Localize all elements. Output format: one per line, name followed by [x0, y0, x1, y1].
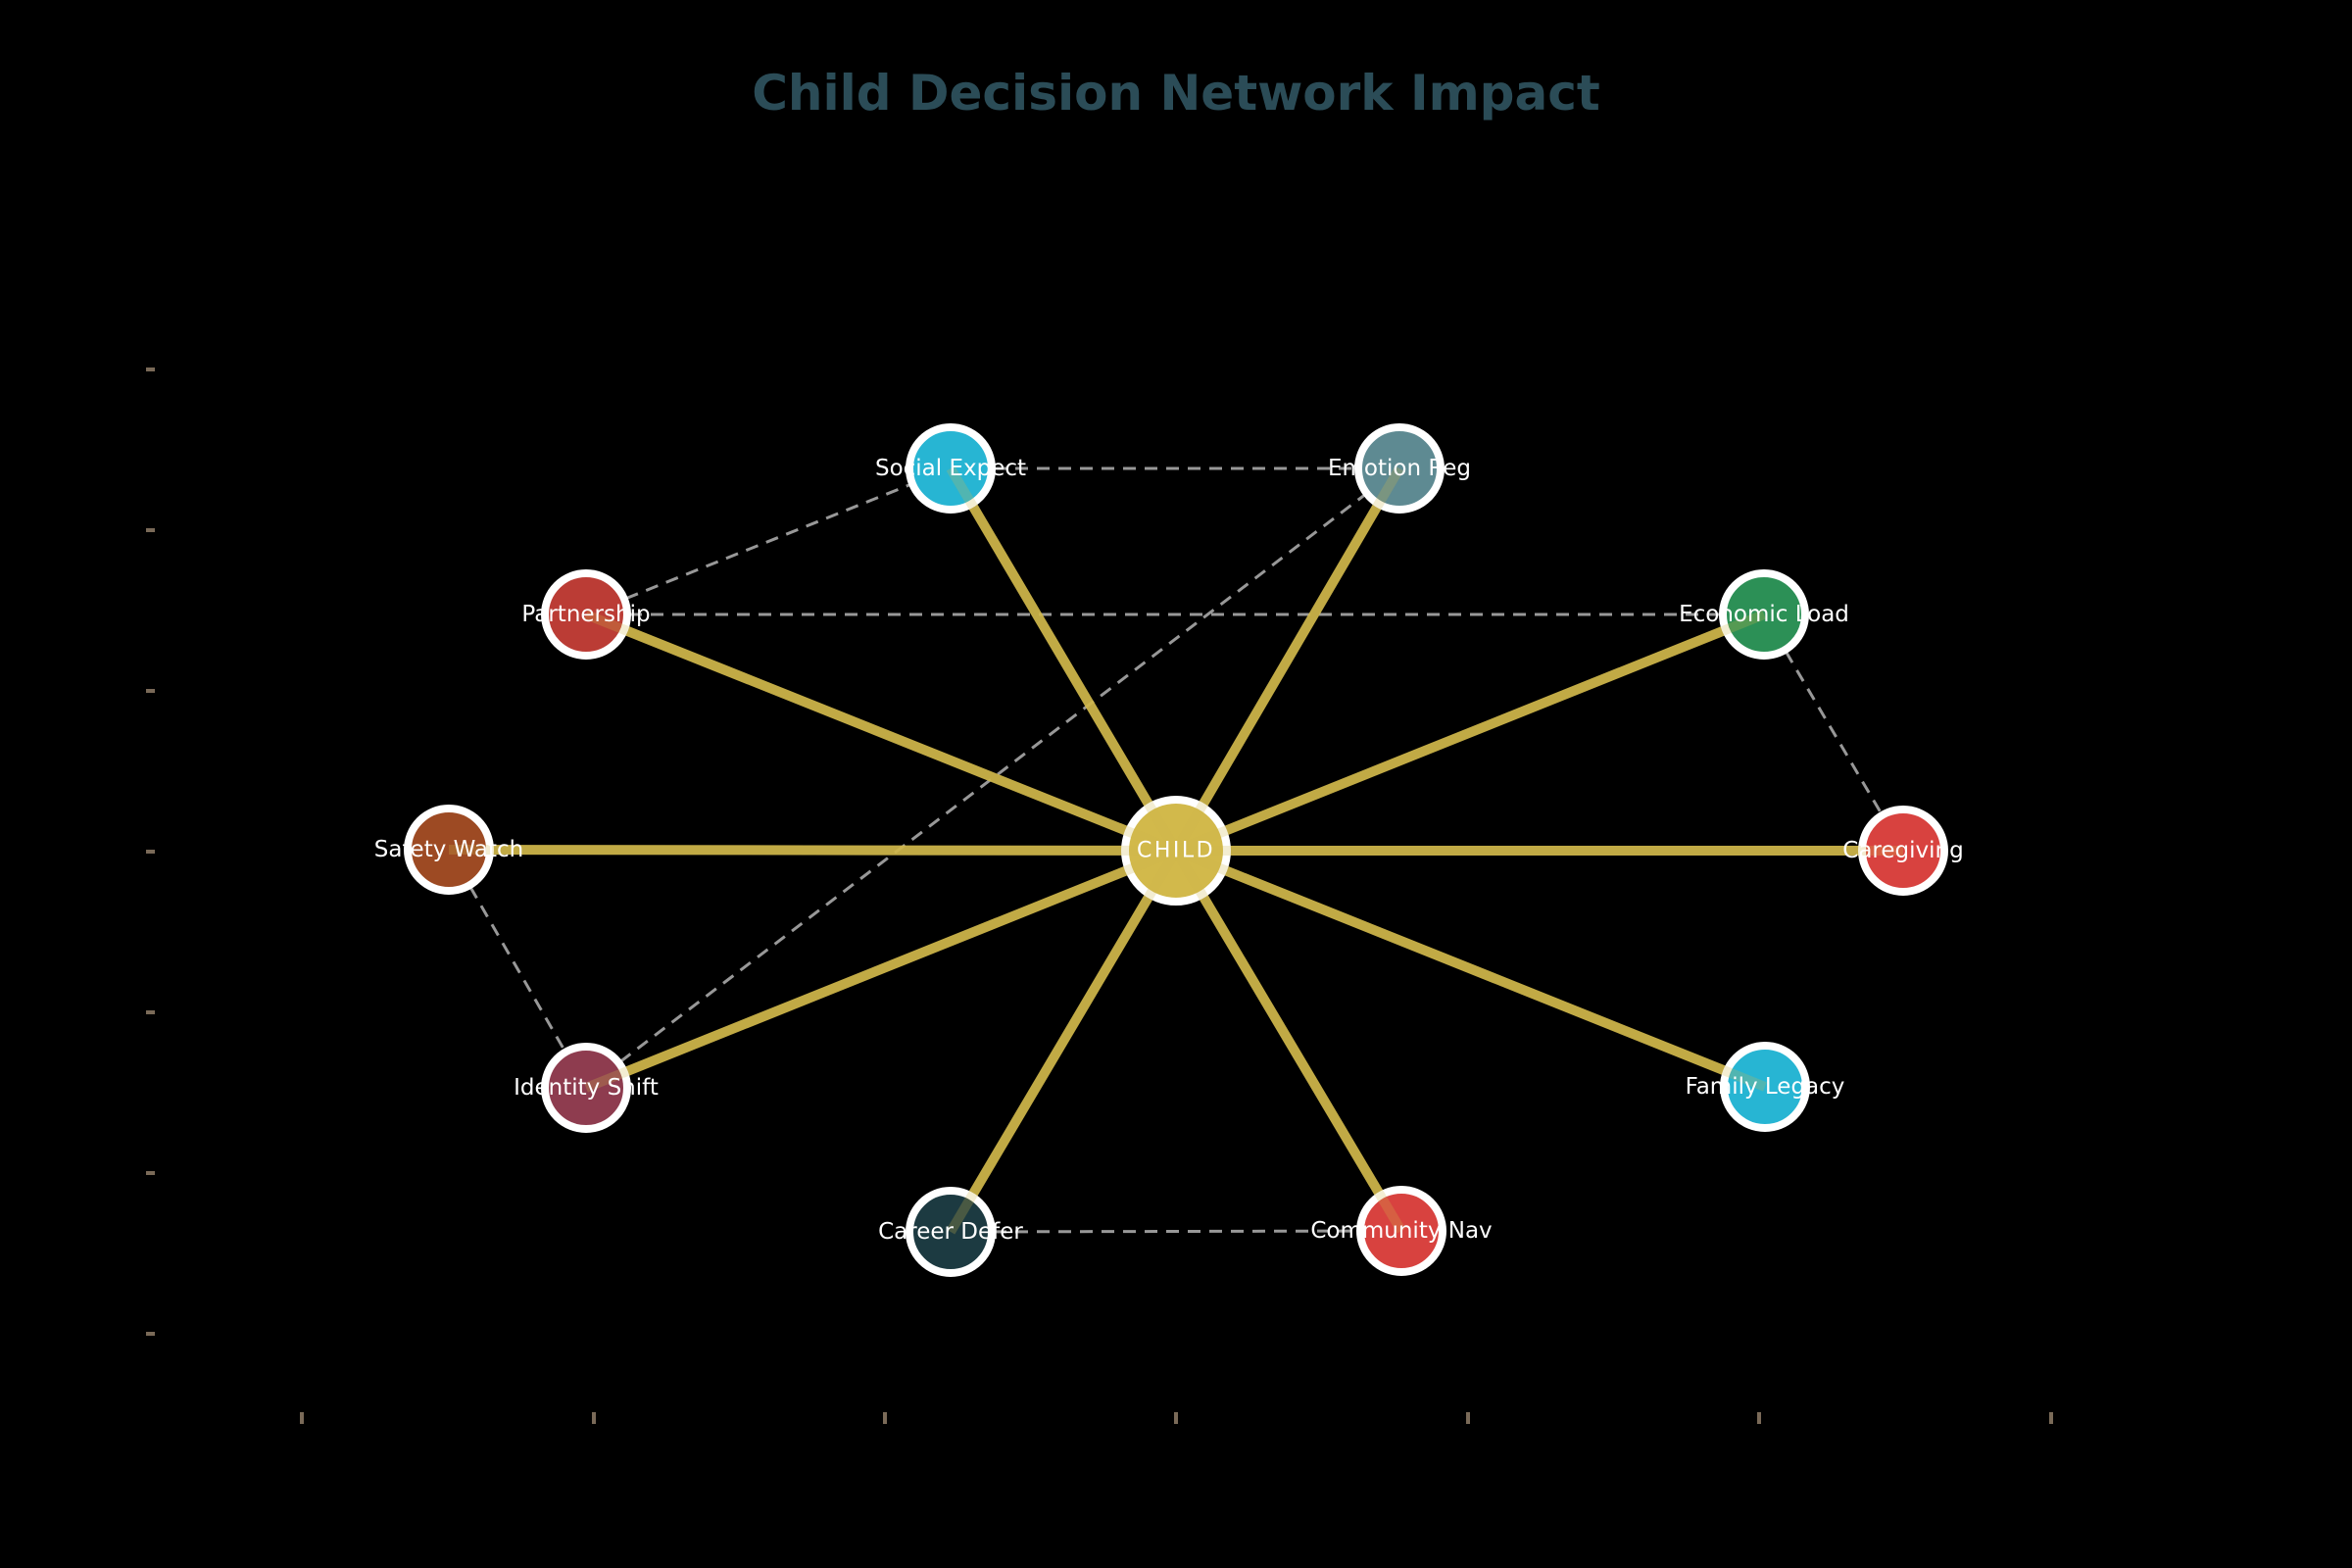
node-label-family_legacy: Family Legacy [1686, 1074, 1845, 1100]
spoke-edge-safety_watch [448, 845, 1177, 856]
node-emotion_reg[interactable] [1354, 423, 1445, 514]
node-label-emotion_reg: Emotion Reg [1328, 456, 1471, 481]
spoke-edge-career_defer [946, 848, 1181, 1235]
spoke-edge-overlay-identity_shift [584, 846, 1178, 1093]
node-label-social_expect: Social Expect [875, 456, 1026, 481]
node-label-community_nav: Community Nav [1310, 1218, 1492, 1244]
y-axis-tick [146, 1010, 155, 1014]
spoke-edge-overlay-economic_load [1174, 610, 1766, 856]
y-axis-tick [146, 689, 155, 693]
x-axis-tick [1466, 1412, 1470, 1424]
spoke-edge-overlay-partnership [584, 610, 1178, 856]
x-axis-tick [1757, 1412, 1761, 1424]
node-label-child: CHILD [1137, 839, 1215, 863]
node-child[interactable] [1121, 796, 1231, 906]
chart-title: Child Decision Network Impact [752, 65, 1600, 122]
node-label-safety_watch: Safety Watch [374, 837, 524, 862]
dashed-edge-identity_shift-emotion_reg [585, 466, 1400, 1090]
spoke-edge-overlay-career_defer [946, 848, 1181, 1235]
x-axis-tick [300, 1412, 304, 1424]
dashed-edge-economic_load-caregiving [1762, 613, 1905, 852]
node-label-economic_load: Economic Load [1679, 602, 1849, 627]
y-axis-tick [146, 1332, 155, 1336]
node-family_legacy[interactable] [1720, 1042, 1810, 1132]
node-safety_watch[interactable] [404, 805, 494, 895]
x-axis-tick [883, 1412, 887, 1424]
dashed-edge-career_defer-community_nav [950, 1229, 1402, 1234]
x-axis-tick [1174, 1412, 1178, 1424]
spoke-edge-community_nav [1171, 848, 1406, 1234]
spoke-edge-social_expect [946, 466, 1181, 854]
y-axis-tick [146, 528, 155, 532]
spoke-edge-identity_shift [584, 846, 1178, 1093]
node-social_expect[interactable] [906, 423, 996, 514]
node-partnership[interactable] [541, 569, 631, 660]
spoke-edge-family_legacy [1174, 846, 1767, 1092]
y-axis-tick [146, 1171, 155, 1175]
node-identity_shift[interactable] [541, 1043, 631, 1133]
node-caregiving[interactable] [1858, 806, 1948, 896]
spoke-edge-overlay-family_legacy [1174, 846, 1767, 1092]
node-label-career_defer: Career Defer [878, 1219, 1023, 1245]
spoke-edge-overlay-social_expect [946, 466, 1181, 854]
spoke-edge-emotion_reg [1171, 466, 1404, 854]
node-career_defer[interactable] [906, 1187, 996, 1277]
spoke-edge-overlay-safety_watch [448, 845, 1177, 856]
node-label-partnership: Partnership [521, 602, 650, 627]
node-economic_load[interactable] [1719, 569, 1809, 660]
x-axis-tick [592, 1412, 596, 1424]
node-label-identity_shift: Identity Shift [514, 1075, 659, 1101]
spoke-edge-overlay-emotion_reg [1171, 466, 1404, 854]
spoke-edge-economic_load [1174, 610, 1766, 856]
spoke-edge-overlay-community_nav [1171, 848, 1406, 1234]
dashed-edge-partnership-social_expect [585, 466, 952, 616]
y-axis-tick [146, 368, 155, 371]
node-label-caregiving: Caregiving [1842, 838, 1963, 863]
dashed-edge-safety_watch-identity_shift [447, 849, 588, 1089]
y-axis-tick [146, 850, 155, 854]
x-axis-tick [2049, 1412, 2053, 1424]
node-community_nav[interactable] [1356, 1186, 1446, 1276]
spoke-edge-partnership [584, 610, 1178, 856]
